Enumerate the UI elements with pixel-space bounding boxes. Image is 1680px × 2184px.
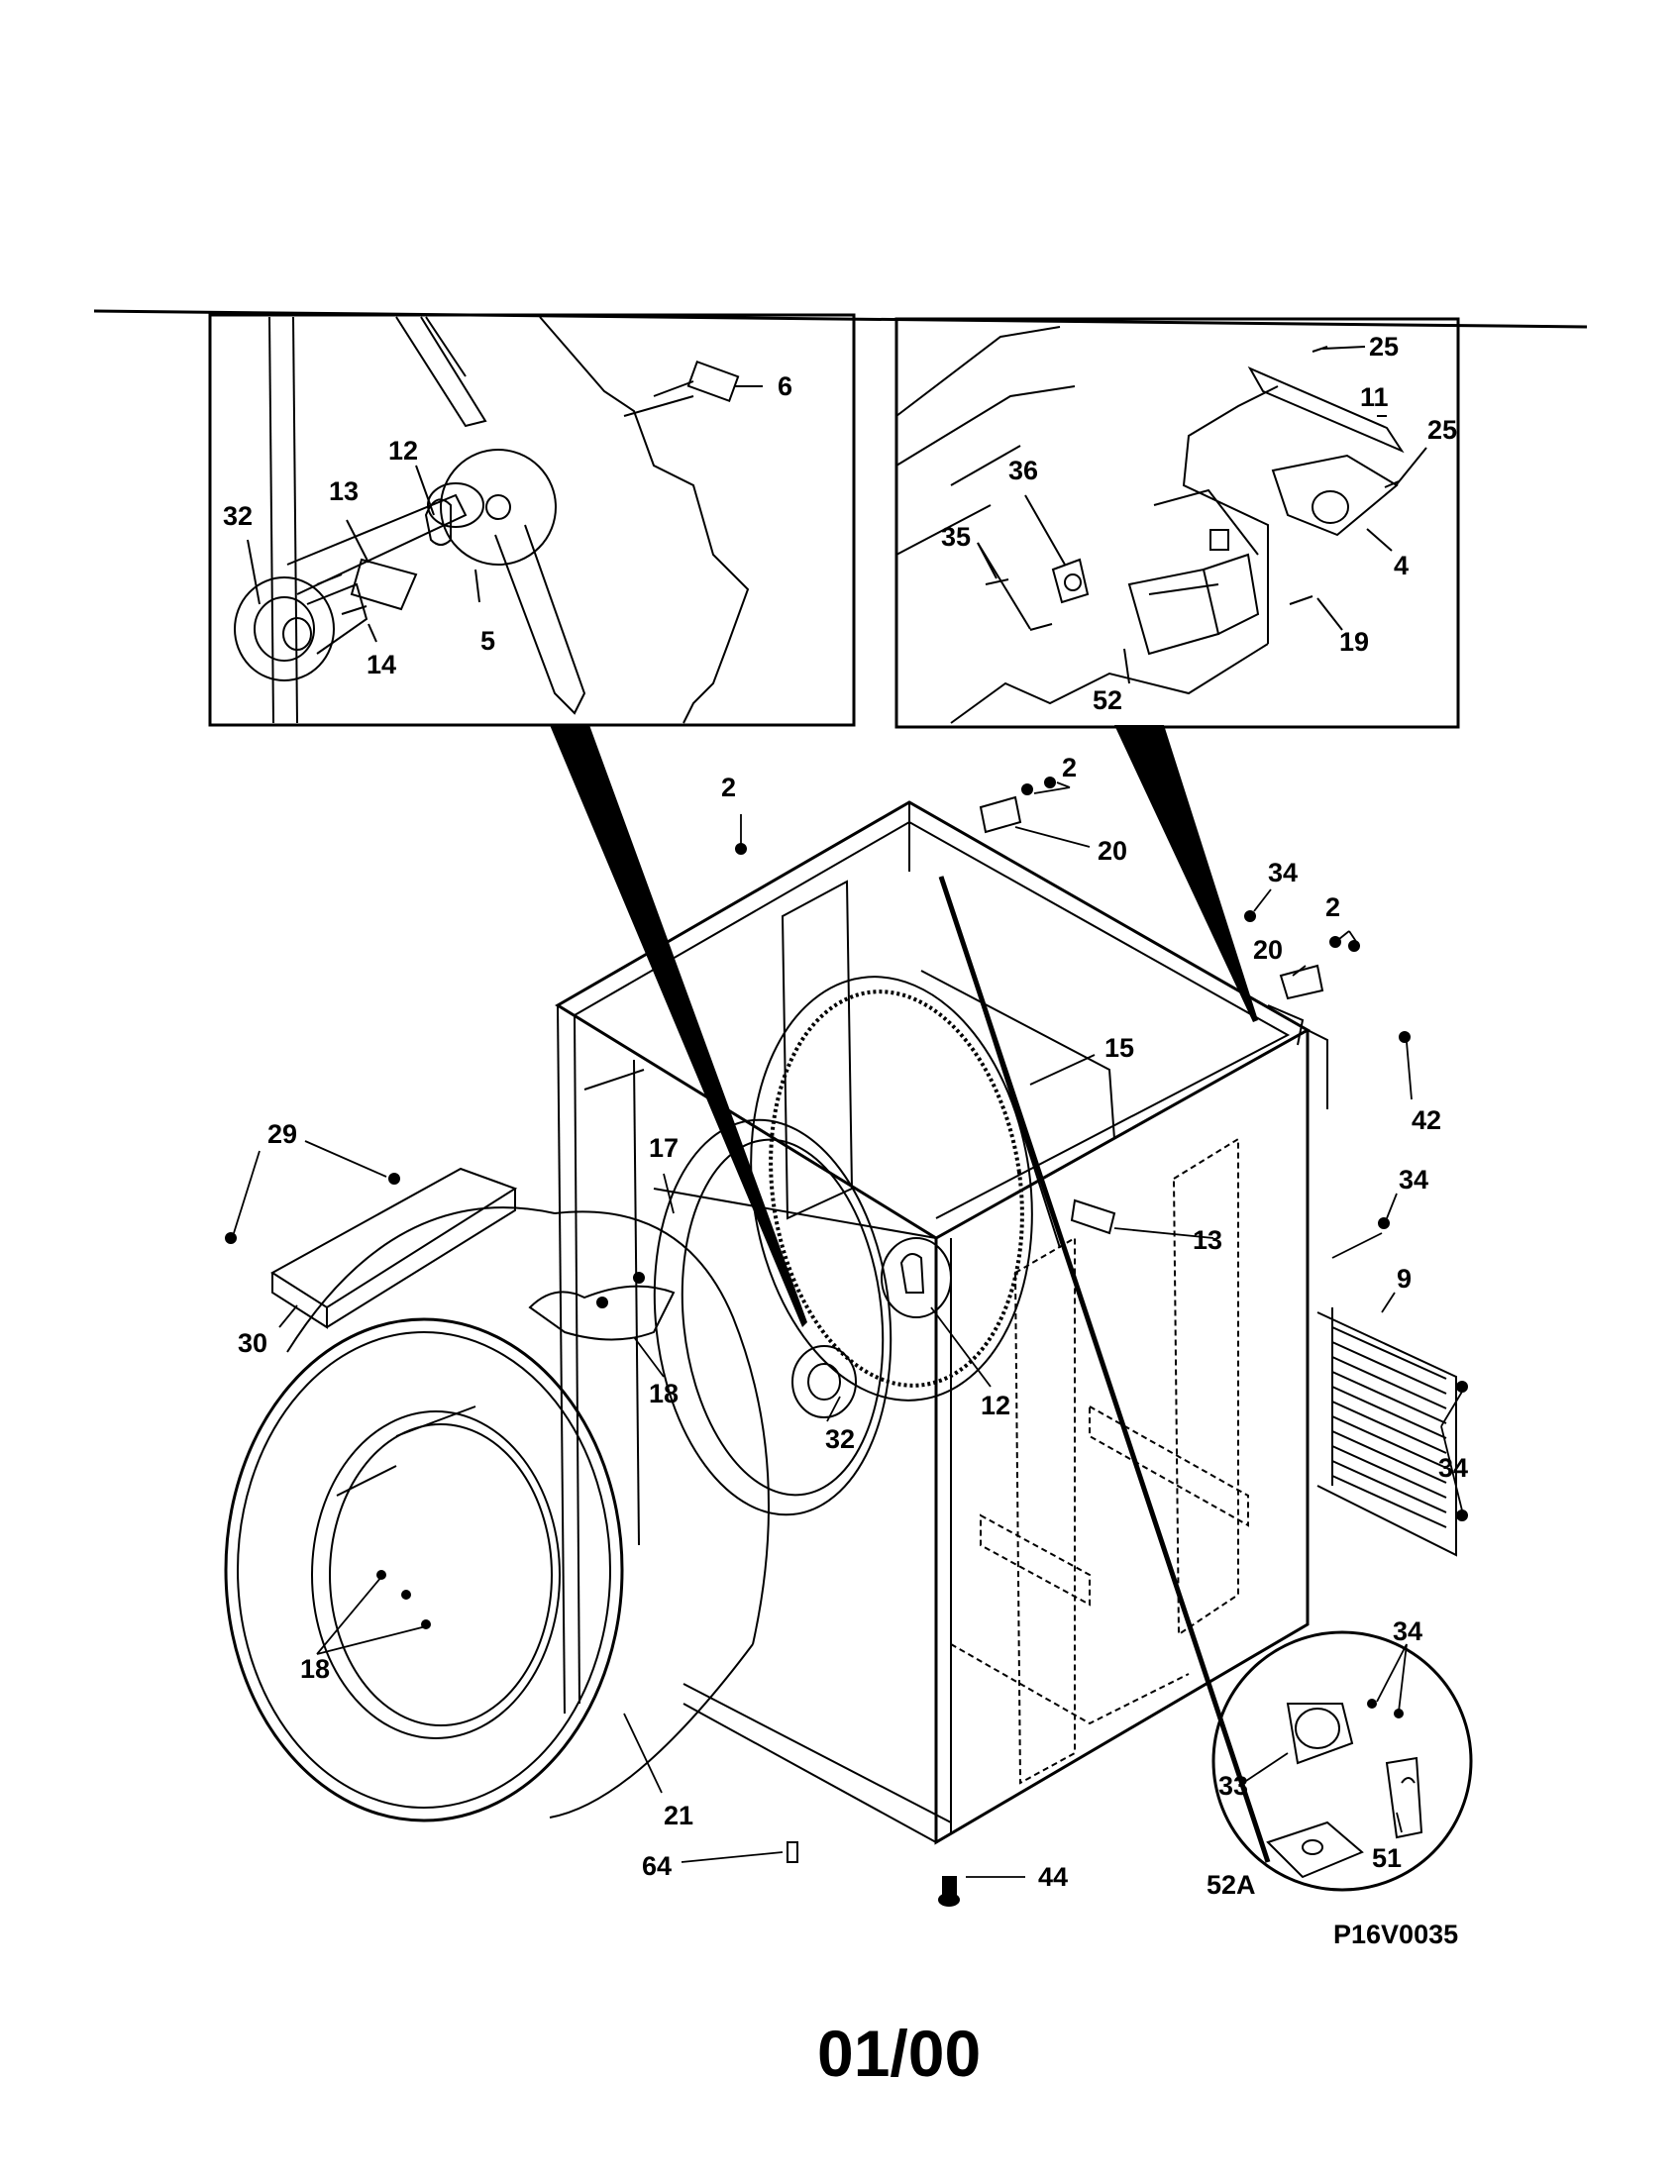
- drum: [224, 1206, 770, 1822]
- callout-33: 33: [1218, 1771, 1248, 1801]
- detail-circle-callouts: 34 33 51 52A: [1207, 1616, 1422, 1900]
- callout-12: 12: [981, 1391, 1010, 1420]
- callout-9: 9: [1397, 1264, 1412, 1294]
- brackets: [979, 795, 1324, 1235]
- callout-18a: 18: [649, 1379, 679, 1408]
- inset-right-frame: [894, 317, 1460, 729]
- callout-20a: 20: [1098, 836, 1127, 866]
- callout-34d: 34: [1393, 1616, 1422, 1646]
- main-callouts: 2 2 20 34 2 20 15 42 29 17 34 13 9 30 18…: [238, 753, 1468, 1892]
- rear-grille: [1316, 1307, 1457, 1557]
- page-code: 01/00: [817, 2017, 981, 2090]
- callout-51: 51: [1372, 1843, 1402, 1873]
- callout-29: 29: [267, 1119, 297, 1149]
- callout-35: 35: [941, 522, 971, 552]
- callout-20b: 20: [1253, 935, 1283, 965]
- baffle: [270, 1167, 518, 1329]
- cabinet: [555, 800, 1328, 1863]
- callout-2b: 2: [1062, 753, 1077, 782]
- callout-25b: 25: [1427, 415, 1457, 445]
- callout-6: 6: [778, 371, 792, 401]
- callout-34a: 34: [1268, 858, 1298, 887]
- callout-4: 4: [1394, 551, 1409, 580]
- leader-lines: [233, 781, 1463, 1878]
- callout-12: 12: [388, 436, 418, 466]
- callout-18b: 18: [300, 1654, 330, 1684]
- fasteners: [225, 777, 1468, 1907]
- callout-52a: 52A: [1207, 1870, 1256, 1900]
- callout-42: 42: [1412, 1105, 1441, 1135]
- callout-2c: 2: [1325, 892, 1340, 922]
- callout-64: 64: [642, 1851, 672, 1881]
- callout-13: 13: [1193, 1225, 1222, 1255]
- callout-21: 21: [664, 1801, 693, 1830]
- front-bulkhead: [653, 1118, 892, 1516]
- inset-left: [208, 313, 856, 727]
- callout-32: 32: [223, 501, 253, 531]
- callout-34b: 34: [1399, 1165, 1428, 1195]
- callout-17: 17: [649, 1133, 679, 1163]
- callout-5: 5: [480, 626, 495, 656]
- callout-14: 14: [367, 650, 396, 679]
- pointer-wedge-left: [550, 725, 807, 1327]
- callout-11: 11: [1360, 382, 1389, 412]
- diagram-id: P16V0035: [1333, 1920, 1458, 1949]
- detail-circle: [1211, 1630, 1473, 1892]
- inset-left-callouts: 6 12 13 32 14 5: [223, 371, 792, 679]
- callout-15: 15: [1104, 1033, 1134, 1063]
- inset-left-frame: [208, 313, 856, 727]
- pointer-wedge-right: [1114, 725, 1258, 1022]
- callout-30: 30: [238, 1328, 267, 1358]
- callout-36: 36: [1008, 456, 1038, 485]
- callout-52: 52: [1093, 685, 1122, 715]
- inset-right-callouts: 25 11 25 36 35 4 19 52: [941, 332, 1457, 715]
- callout-44: 44: [1038, 1862, 1068, 1892]
- callout-32: 32: [825, 1424, 855, 1454]
- callout-2a: 2: [721, 773, 736, 802]
- callout-19: 19: [1339, 627, 1369, 657]
- callout-34c: 34: [1438, 1453, 1468, 1483]
- inset-right: [894, 317, 1460, 729]
- rear-bulkhead: [750, 976, 1033, 1402]
- callout-25a: 25: [1369, 332, 1399, 362]
- callout-13: 13: [329, 476, 359, 506]
